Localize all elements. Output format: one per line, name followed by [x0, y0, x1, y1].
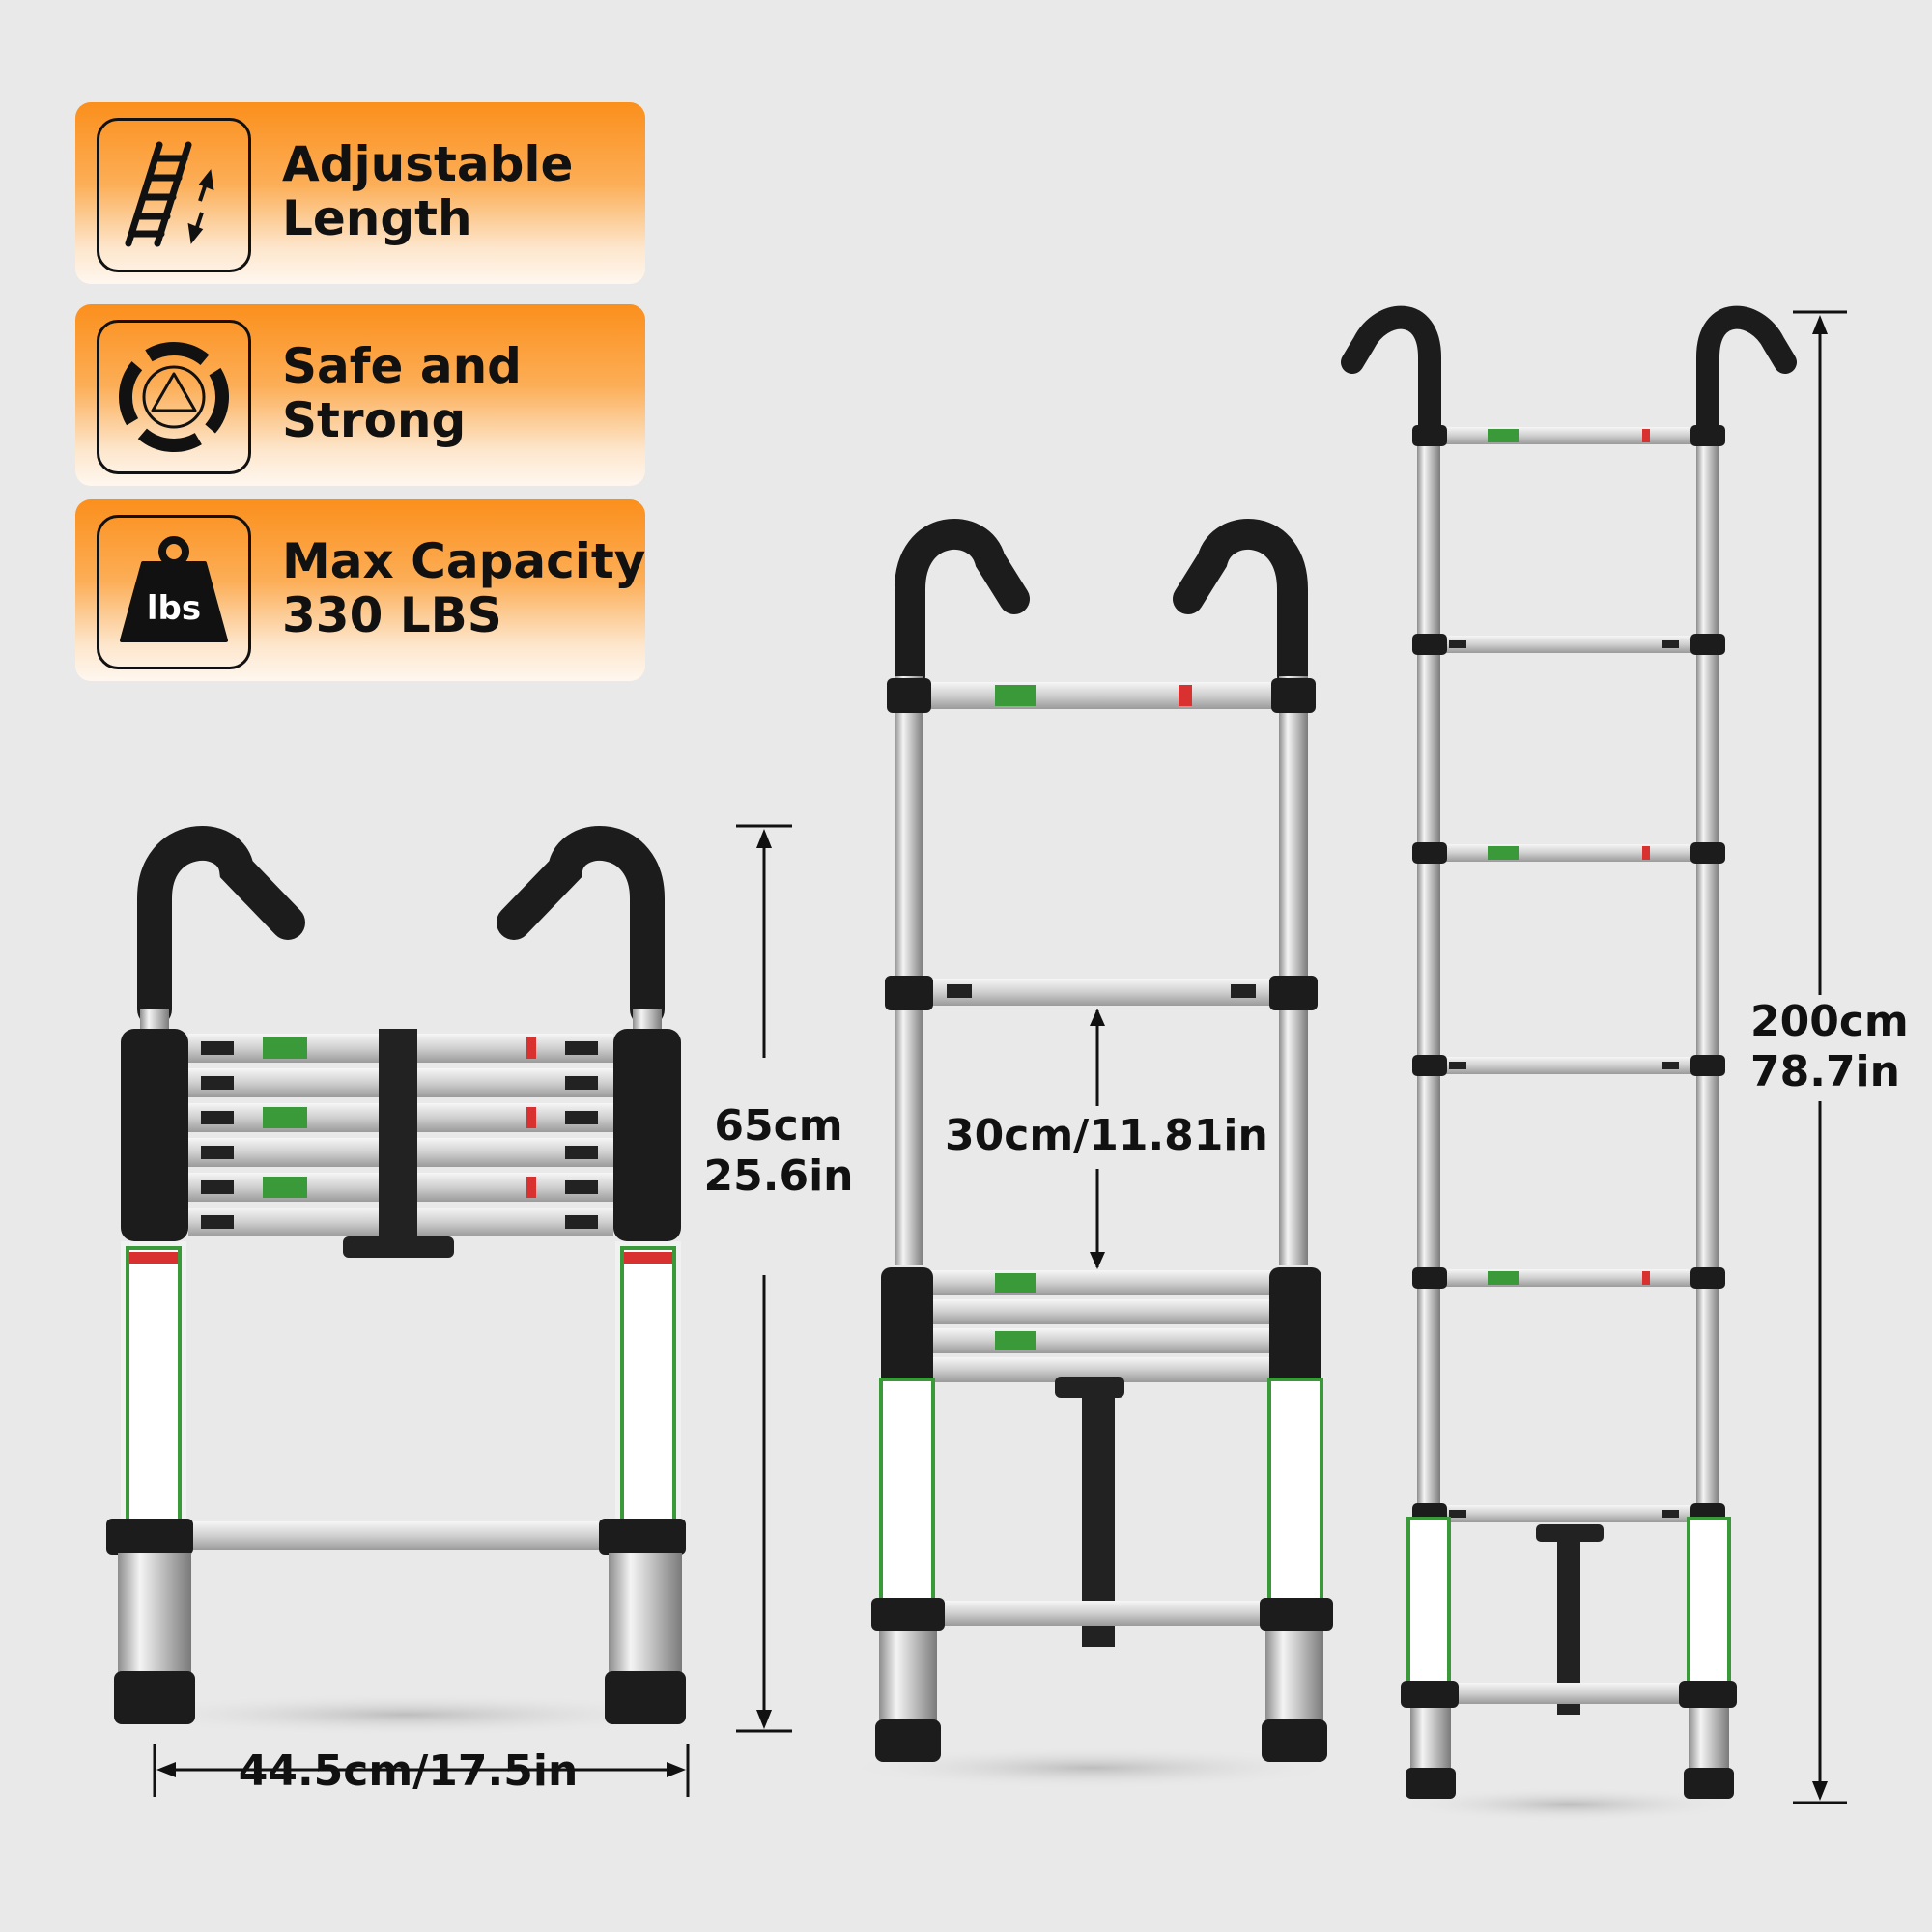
ladder-rung-part: [1642, 1271, 1650, 1285]
ladder-rung-part: [565, 1146, 598, 1159]
feature-label: Safe and Strong: [282, 338, 522, 448]
ladder-rung-part: [1488, 429, 1519, 442]
weight-icon: lbs: [97, 515, 251, 669]
ladder-rung-part: [201, 1180, 234, 1194]
ladder-rung-part: [1488, 1271, 1519, 1285]
ladder-rung-part: [1439, 636, 1700, 653]
ladder-rung-part: [1412, 842, 1447, 864]
ladder-rung-part: [1439, 1505, 1700, 1522]
width-label: 44.5cm/17.5in: [238, 1747, 579, 1796]
ladder-rung-part: [1642, 846, 1650, 860]
ladder-rung-part: [1412, 1267, 1447, 1289]
ladder-rung-part: [1690, 1055, 1725, 1076]
ladder-rung-part: [1449, 640, 1466, 648]
weight-icon-text: lbs: [147, 589, 201, 628]
ladder-rung-part: [1488, 846, 1519, 860]
ladder-rung-part: [1439, 1269, 1700, 1287]
ladder-rung-part: [1439, 1057, 1700, 1074]
extended-height-label: 200cm 78.7in: [1750, 997, 1909, 1096]
ladder-rung-part: [201, 1041, 234, 1055]
ladder-rung-part: [526, 1177, 536, 1198]
ladder-arrows-icon: [97, 118, 251, 272]
ladder-rung-part: [201, 1111, 234, 1124]
ladder-rung-part: [565, 1111, 598, 1124]
feature-label: Adjustable Length: [282, 136, 574, 246]
ladder-rung-part: [1642, 429, 1650, 442]
ladder-rung-part: [201, 1076, 234, 1090]
ladder-collapsed: [106, 826, 696, 1736]
collapsed-height-label: 65cm 25.6in: [703, 1101, 854, 1201]
ladder-rung-part: [565, 1076, 598, 1090]
ladder-rung-part: [1690, 634, 1725, 655]
ladder-rung-part: [1690, 842, 1725, 864]
ladder-rung-part: [526, 1037, 536, 1059]
ladder-rung-part: [1690, 425, 1725, 446]
ladder-rung-part: [1439, 844, 1700, 862]
ladder-rung-part: [1662, 640, 1679, 648]
ladder-partial: [840, 519, 1343, 1789]
ladder-rung-part: [201, 1146, 234, 1159]
ladder-rung-part: [1439, 427, 1700, 444]
ladder-rung-part: [1412, 1055, 1447, 1076]
extended-height-dimension-line: [1793, 310, 1847, 1804]
shield-triangle-icon: [97, 320, 251, 474]
ladder-rung-part: [263, 1107, 307, 1128]
feature-max-capacity: lbs Max Capacity 330 LBS: [75, 499, 645, 681]
width-dimension-line: [153, 1744, 690, 1797]
ladder-rung-part: [1449, 1062, 1466, 1069]
ladder-rung-part: [263, 1177, 307, 1198]
feature-safe-strong: Safe and Strong: [75, 304, 645, 486]
ladder-rung-part: [1449, 1510, 1466, 1518]
ladder-rung-part: [565, 1041, 598, 1055]
feature-label: Max Capacity 330 LBS: [282, 533, 646, 643]
ladder-rung-part: [526, 1107, 536, 1128]
ladder-rung-part: [263, 1037, 307, 1059]
ladder-rung-part: [1662, 1062, 1679, 1069]
feature-adjustable-length: Adjustable Length: [75, 102, 645, 284]
ladder-extended: [1341, 305, 1797, 1822]
ladder-rung-part: [1412, 634, 1447, 655]
ladder-rung-part: [1690, 1267, 1725, 1289]
ladder-rung-part: [565, 1215, 598, 1229]
ladder-rung-part: [565, 1180, 598, 1194]
rung-spacing-label: 30cm/11.81in: [945, 1111, 1268, 1160]
ladder-rung-part: [1412, 425, 1447, 446]
rung-spacing-dimension-line: [1090, 1009, 1105, 1269]
ladder-rung-part: [1662, 1510, 1679, 1518]
ladder-rung-part: [201, 1215, 234, 1229]
collapsed-height-dimension-line: [736, 824, 792, 1733]
